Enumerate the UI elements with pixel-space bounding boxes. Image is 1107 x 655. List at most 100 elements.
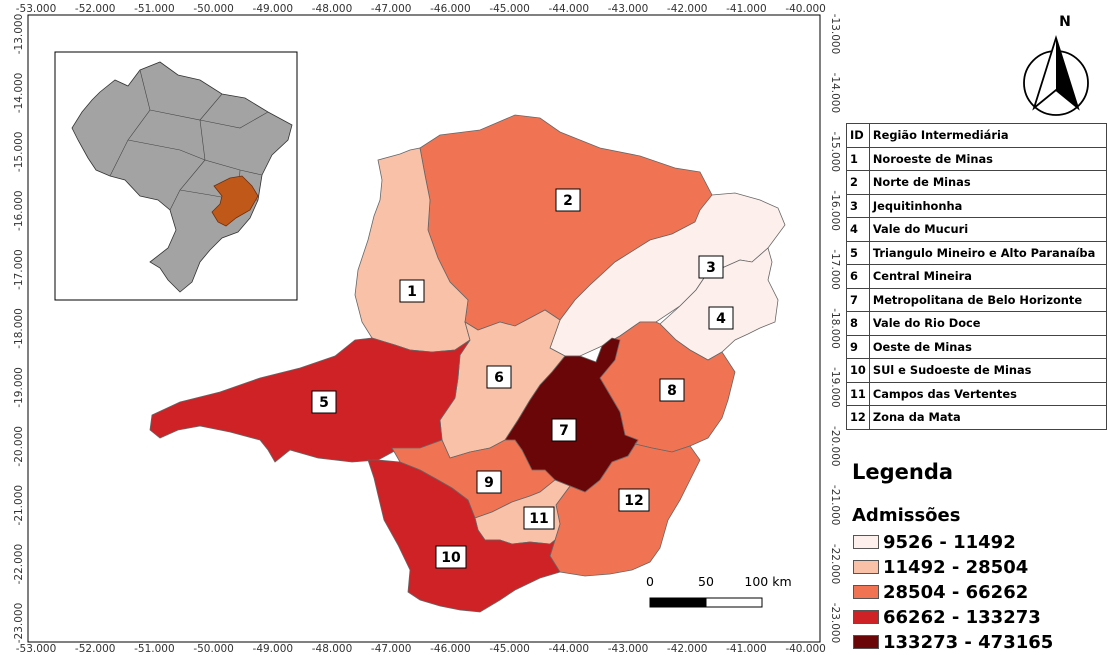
north-arrow-icon: N: [1023, 14, 1089, 116]
region-name-cell: Zona da Mata: [868, 405, 1107, 430]
legend-class-row: 28504 - 66262: [853, 582, 1028, 603]
region-id-cell: 8: [846, 311, 870, 336]
legend-class-row: 133273 - 473165: [853, 632, 1053, 653]
svg-text:4: 4: [716, 311, 726, 327]
longitude-tick-label: -41.000: [726, 3, 767, 15]
longitude-tick-label: -52.000: [75, 643, 116, 655]
table-header-name: Região Intermediária: [868, 123, 1107, 148]
longitude-tick-label: -50.000: [193, 643, 234, 655]
longitude-tick-label: -51.000: [134, 643, 175, 655]
longitude-tick-label: -49.000: [253, 3, 294, 15]
svg-text:11: 11: [529, 511, 548, 527]
longitude-tick-label: -47.000: [371, 3, 412, 15]
region-name-cell: Oeste de Minas: [868, 334, 1107, 359]
scale-label-50: 50: [698, 574, 714, 589]
longitude-tick-label: -47.000: [371, 643, 412, 655]
region-label-10: 10: [435, 545, 467, 569]
latitude-tick-label: -17.000: [13, 249, 25, 290]
svg-text:9: 9: [484, 475, 494, 491]
longitude-tick-label: -53.000: [16, 3, 57, 15]
svg-text:6: 6: [494, 370, 504, 386]
latitude-tick-label: -15.000: [829, 132, 841, 173]
longitude-ticks-bottom: -53.000 -52.000 -51.000 -50.000 -49.000 -48.0…: [16, 643, 826, 655]
latitude-tick-label: -22.000: [13, 544, 25, 585]
region-labels: 1 2 3 4 5 6 7 8 9 10 11 12: [311, 188, 734, 569]
legend-swatch: [853, 610, 879, 624]
region-id-cell: 4: [846, 217, 870, 242]
region-name-cell: Vale do Mucuri: [868, 217, 1107, 242]
longitude-tick-label: -53.000: [16, 643, 57, 655]
longitude-tick-label: -40.000: [785, 643, 826, 655]
latitude-ticks-left: -13.000-14.000-15.000-16.000-17.000-18.0…: [13, 14, 25, 644]
longitude-tick-label: -44.000: [549, 643, 590, 655]
north-label: N: [1059, 14, 1071, 30]
latitude-tick-label: -21.000: [13, 485, 25, 526]
latitude-tick-label: -15.000: [13, 132, 25, 173]
longitude-tick-label: -40.000: [785, 3, 826, 15]
longitude-tick-label: -45.000: [489, 3, 530, 15]
longitude-tick-label: -46.000: [430, 643, 471, 655]
longitude-tick-label: -41.000: [726, 643, 767, 655]
latitude-tick-label: -18.000: [829, 308, 841, 349]
longitude-tick-label: -43.000: [608, 643, 649, 655]
longitude-tick-label: -48.000: [312, 643, 353, 655]
latitude-tick-label: -16.000: [829, 190, 841, 231]
longitude-tick-label: -43.000: [608, 3, 649, 15]
region-table-header: ID Região Intermediária: [846, 123, 1107, 148]
region-label-11: 11: [523, 506, 555, 530]
region-id-cell: 12: [846, 405, 870, 430]
table-header-id: ID: [846, 123, 870, 148]
region-id-cell: 11: [846, 381, 870, 406]
svg-text:12: 12: [624, 493, 643, 509]
scale-label-100: 100 km: [744, 574, 791, 589]
longitude-tick-label: -45.000: [489, 643, 530, 655]
legend-swatch: [853, 635, 879, 649]
legend-class-label: 9526 - 11492: [883, 531, 1016, 553]
legend-class-row: 66262 - 133273: [853, 606, 1041, 628]
region-label-2: 2: [555, 188, 581, 212]
latitude-tick-label: -23.000: [13, 603, 25, 644]
longitude-tick-label: -49.000: [253, 643, 294, 655]
longitude-tick-label: -50.000: [193, 3, 234, 15]
region-id-cell: 5: [846, 240, 870, 265]
latitude-tick-label: -19.000: [13, 367, 25, 408]
legend-swatch: [853, 560, 879, 574]
inset-map: [54, 51, 298, 301]
legend-class-label: 66262 - 133273: [883, 606, 1041, 628]
latitude-tick-label: -20.000: [13, 426, 25, 467]
svg-text:10: 10: [441, 550, 461, 566]
region-name-cell: Central Mineira: [868, 264, 1107, 289]
brazil-outline: [71, 61, 293, 293]
latitude-tick-label: -13.000: [13, 14, 25, 55]
longitude-tick-label: -46.000: [430, 3, 471, 15]
region-name-cell: Norte de Minas: [868, 170, 1107, 195]
region-label-1: 1: [399, 279, 425, 303]
longitude-tick-label: -42.000: [667, 643, 708, 655]
region-label-12: 12: [618, 488, 650, 512]
region-10[interactable]: [367, 459, 561, 613]
region-id-cell: 2: [846, 170, 870, 195]
region-name-cell: Noroeste de Minas: [868, 146, 1107, 171]
legend-class-label: 11492 - 28504: [883, 556, 1029, 578]
longitude-tick-label: -44.000: [549, 3, 590, 15]
region-id-cell: 3: [846, 193, 870, 218]
legend-swatch: [853, 585, 879, 599]
latitude-tick-label: -17.000: [829, 249, 841, 290]
region-id-cell: 7: [846, 287, 870, 312]
region-label-4: 4: [708, 306, 734, 330]
svg-text:5: 5: [319, 395, 329, 411]
svg-text:2: 2: [563, 193, 573, 209]
region-name-cell: Metropolitana de Belo Horizonte: [868, 287, 1107, 312]
latitude-tick-label: -21.000: [829, 485, 841, 526]
svg-text:1: 1: [407, 284, 417, 300]
region-label-9: 9: [476, 470, 502, 494]
minas-gerais-highlight: [211, 175, 259, 227]
region-5[interactable]: [149, 337, 471, 463]
